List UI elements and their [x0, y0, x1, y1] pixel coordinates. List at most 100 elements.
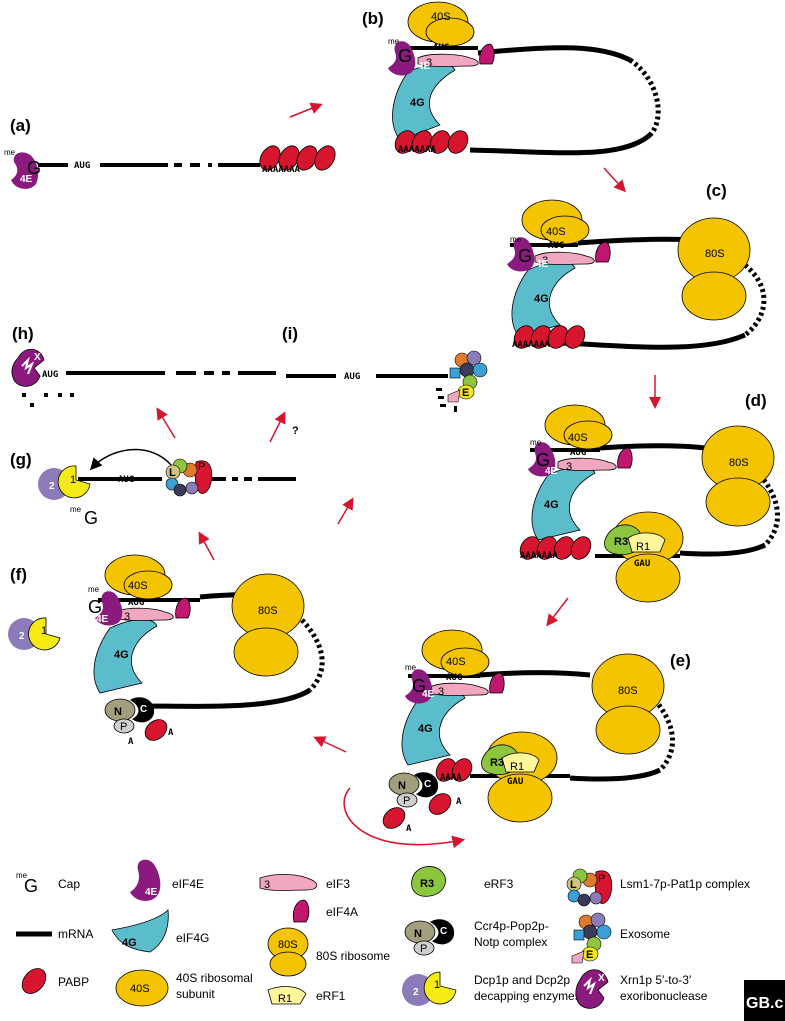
- arrow-f-to-i: [337, 497, 354, 525]
- eif4a-icon: [479, 43, 495, 65]
- cap-g: G: [518, 246, 532, 266]
- eif3-icon: [259, 874, 318, 891]
- ccr4-icon: [130, 697, 155, 723]
- dcp2-label: 2: [49, 481, 55, 492]
- pabp-icon: [428, 793, 452, 815]
- xrn1-icon: [21, 356, 35, 375]
- panel-e: 80S R3 R1 GAU 4G 40S AUG 3 4E G me AAAA …: [343, 629, 675, 849]
- eif4g-icon: [531, 466, 596, 541]
- panel-b: 4G 40S AUG 3 4E G me AAAAAAA: [388, 1, 661, 156]
- eif4e-icon: [95, 591, 123, 626]
- panel-h: AUG X: [11, 348, 276, 407]
- eif3-label: 3: [426, 57, 432, 69]
- ccr4-icon: [113, 718, 135, 734]
- eif4g-icon: [401, 691, 466, 766]
- ccr4-p-label: P: [120, 721, 127, 733]
- aug-label: AUG: [42, 370, 58, 380]
- me-label: me: [510, 235, 522, 244]
- legend-lsm-p: P: [598, 873, 605, 885]
- panel-a: AUG 4E G me AAAAAAA: [4, 145, 336, 189]
- eif4e-label: 4E: [20, 174, 33, 185]
- panel-label-a: (a): [10, 116, 31, 135]
- aug-label: AUG: [74, 161, 90, 171]
- cap-g: G: [536, 450, 550, 470]
- lsm-icon: [173, 483, 187, 497]
- eif4e-label: 4E: [545, 466, 558, 477]
- panel-label-i: (i): [282, 324, 298, 343]
- legend-ccr4-n: N: [414, 928, 422, 940]
- legend-80s-text: 80S: [278, 939, 298, 951]
- exosome-icon: [449, 367, 461, 379]
- ribosome-40s-label: 40S: [568, 432, 588, 444]
- panel-label-f: (f): [10, 565, 27, 584]
- legend-lsm-label: Lsm1-7p-Pat1p complex: [620, 877, 750, 891]
- cap-g: G: [84, 508, 98, 528]
- erf1-label: R1: [510, 761, 524, 773]
- legend-80s-label: 80S ribosome: [316, 949, 390, 963]
- degradation-fragment: [454, 406, 457, 412]
- erf3-icon: [411, 866, 446, 897]
- legend-40s-label-2: subunit: [176, 987, 215, 1001]
- erf1-icon: [627, 532, 666, 553]
- ribosome-40s-icon: [440, 647, 490, 677]
- ribosome-40s-label: 40S: [431, 11, 451, 23]
- degradation-fragment: [70, 393, 74, 397]
- panel-label-e: (e): [670, 651, 691, 670]
- legend-exosome-label: Exosome: [620, 927, 670, 941]
- xrn1-icon: [583, 976, 597, 995]
- xrn1-x-label: X: [34, 352, 41, 363]
- eif3-label: 3: [438, 686, 444, 698]
- arrow-g-to-h: [156, 407, 176, 439]
- legend-xrn-label-2: exoribonuclease: [620, 989, 708, 1003]
- ribosome-80s-icon: [595, 705, 661, 755]
- degradation-fragment: [22, 393, 26, 397]
- legend-eif4g-label: eIF4G: [176, 931, 209, 945]
- ribosome-40s-label: 40S: [446, 656, 466, 668]
- ribosome-80s-icon: [233, 627, 299, 677]
- panel-label-d: (d): [745, 391, 767, 410]
- eif4e-label: 4E: [536, 259, 549, 270]
- legend-ccr4-p: P: [420, 943, 427, 955]
- eif3-icon: [417, 53, 479, 67]
- poly-a-short-label: AAAA: [440, 773, 462, 783]
- eif4e-icon: [528, 442, 556, 477]
- logo-text: GB.c: [746, 995, 783, 1012]
- eif4e-icon: [405, 669, 433, 704]
- eif4a-icon: [617, 447, 633, 469]
- ribosome-80s-icon: [615, 553, 681, 603]
- legend-xrn-label-1: Xrn1p 5′-to-3′: [620, 973, 692, 987]
- lsm-icon: [185, 481, 199, 495]
- pabp-icon: [570, 536, 592, 560]
- legend-40s-label-1: 40S ribosomal: [176, 971, 253, 985]
- ribosome-80s-icon: [681, 271, 747, 321]
- me-label: me: [70, 505, 82, 514]
- eif4a-icon: [175, 597, 191, 619]
- eif3-label: 3: [124, 611, 130, 623]
- legend-pabp-label: PABP: [58, 975, 89, 989]
- eif4g-label: 4G: [534, 293, 549, 305]
- cap-g: G: [88, 597, 102, 617]
- dcp1-label: 1: [70, 474, 76, 486]
- eif4g-label: 4G: [114, 649, 129, 661]
- pabp-icon: [382, 807, 406, 829]
- ribosome-80s-label: 80S: [705, 248, 725, 260]
- arrow-f-to-g: [198, 531, 215, 561]
- ccr4-n-label: N: [398, 780, 406, 792]
- ccr4-icon: [430, 919, 455, 945]
- legend-eif4a-label: eIF4A: [326, 905, 358, 919]
- ribosome-40s-icon: [115, 969, 169, 1007]
- ccr4-p-label: P: [403, 795, 410, 807]
- a-label: A: [168, 728, 174, 738]
- pabp-icon: [314, 145, 336, 171]
- legend-ccr4-label-1: Ccr4p-Pop2p-: [474, 919, 549, 933]
- ccr4-icon: [414, 772, 439, 798]
- degradation-fragment: [436, 388, 442, 391]
- legend-eif4e-label: eIF4E: [172, 877, 204, 891]
- ccr4-n-label: N: [114, 706, 122, 718]
- ribosome-40s-icon: [540, 215, 590, 245]
- me-label: me: [530, 438, 542, 447]
- ccr4-c-label: C: [140, 704, 147, 715]
- panel-f: 80S 4G 40S AUG 3 4E G me N C P A A 2 1: [8, 554, 325, 747]
- lsm-p-label: P: [198, 461, 205, 473]
- lsm-label: L: [169, 467, 176, 479]
